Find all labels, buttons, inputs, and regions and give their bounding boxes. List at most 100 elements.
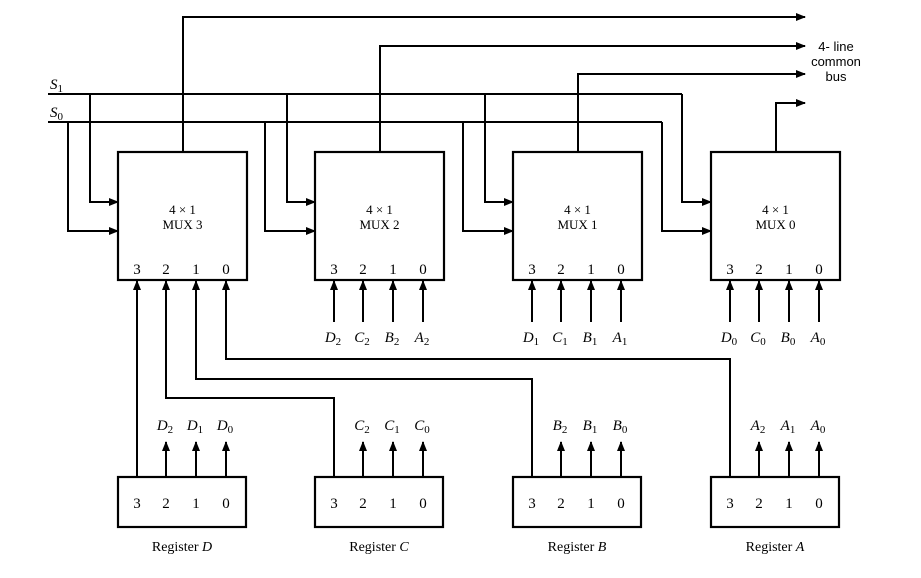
mux2-box bbox=[313, 150, 446, 282]
s0-to-mux1 bbox=[462, 122, 514, 235]
mux1-size-label: 4 × 1 bbox=[564, 202, 591, 217]
register-D-bit-1: 1 bbox=[192, 496, 200, 512]
register-C-out-label-C0: C0 bbox=[414, 418, 430, 436]
c3-to-mux3 bbox=[162, 280, 335, 477]
mux1-pin-2: 2 bbox=[557, 262, 565, 278]
mux3-pin-3: 3 bbox=[133, 262, 141, 278]
register-A-bit-0: 0 bbox=[815, 496, 823, 512]
mux2-input-label-B2: B2 bbox=[385, 330, 400, 348]
register-D-bit-3: 3 bbox=[133, 496, 141, 512]
register-A-caption: Register A bbox=[746, 540, 805, 555]
mux1-pin-3: 3 bbox=[528, 262, 536, 278]
mux1-input-label-C1: C1 bbox=[552, 330, 568, 348]
mux-mux1 bbox=[511, 150, 644, 282]
s1-to-mux2 bbox=[286, 94, 316, 206]
select-label-s1: S1 bbox=[50, 77, 63, 95]
register-D bbox=[116, 475, 248, 529]
register-D-out-label-D1: D1 bbox=[186, 418, 203, 436]
mux0-pin-1: 1 bbox=[785, 262, 793, 278]
register-C-out-label-C2: C2 bbox=[354, 418, 370, 436]
mux1-box bbox=[511, 150, 644, 282]
mux2-pin-1: 1 bbox=[389, 262, 397, 278]
register-B-bit-1: 1 bbox=[587, 496, 595, 512]
register-C-caption: Register C bbox=[349, 540, 409, 555]
register-C bbox=[313, 475, 445, 529]
register-B-bit-3: 3 bbox=[528, 496, 536, 512]
mux-mux0 bbox=[709, 150, 842, 282]
mux3-pin-1: 1 bbox=[192, 262, 200, 278]
bus-line-2 bbox=[379, 42, 806, 152]
mux0-input-label-B0: B0 bbox=[781, 330, 796, 348]
register-C-box bbox=[313, 475, 445, 529]
register-A-bit-3: 3 bbox=[726, 496, 734, 512]
a3-to-mux3 bbox=[222, 280, 731, 477]
mux3-size-label: 4 × 1 bbox=[169, 202, 196, 217]
register-C-bit-2: 2 bbox=[359, 496, 367, 512]
mux0-pin-0: 0 bbox=[815, 262, 823, 278]
register-D-bit-2: 2 bbox=[162, 496, 170, 512]
register-B-bit-2: 2 bbox=[557, 496, 565, 512]
mux0-input-label-D0: D0 bbox=[720, 330, 738, 348]
mux0-input-label-A0: A0 bbox=[810, 330, 826, 348]
register-D-out-label-D2: D2 bbox=[156, 418, 173, 436]
register-D-caption: Register D bbox=[152, 540, 212, 555]
b3-to-mux3 bbox=[192, 280, 533, 477]
select-label-s0: S0 bbox=[50, 105, 64, 123]
register-D-bit-0: 0 bbox=[222, 496, 230, 512]
bus-label-line-3: bus bbox=[826, 69, 847, 84]
register-B-out-label-B2: B2 bbox=[553, 418, 568, 436]
register-A-bit-2: 2 bbox=[755, 496, 763, 512]
mux0-pin-3: 3 bbox=[726, 262, 734, 278]
bus-line-3 bbox=[182, 13, 806, 152]
mux-mux3 bbox=[116, 150, 249, 282]
s0-to-mux0 bbox=[661, 122, 712, 235]
bus-label-line-2: common bbox=[811, 54, 861, 69]
register-B-caption: Register B bbox=[548, 540, 607, 555]
s0-to-mux2 bbox=[264, 122, 316, 235]
mux0-name-label: MUX 0 bbox=[755, 217, 795, 232]
mux1-name-label: MUX 1 bbox=[557, 217, 597, 232]
bus-line-0 bbox=[775, 99, 806, 152]
bus-label-line-1: 4- line bbox=[818, 39, 853, 54]
s1-to-mux1 bbox=[484, 94, 514, 206]
register-B-box bbox=[511, 475, 643, 529]
mux1-pin-0: 0 bbox=[617, 262, 625, 278]
mux2-pin-0: 0 bbox=[419, 262, 427, 278]
mux-mux2 bbox=[313, 150, 446, 282]
register-D-box bbox=[116, 475, 248, 529]
s1-to-mux3 bbox=[89, 94, 119, 206]
register-B-out-label-B1: B1 bbox=[583, 418, 598, 436]
register-D-out-label-D0: D0 bbox=[216, 418, 234, 436]
register-C-out-label-C1: C1 bbox=[384, 418, 400, 436]
mux3-box bbox=[116, 150, 249, 282]
register-A bbox=[709, 475, 841, 529]
mux1-input-label-B1: B1 bbox=[583, 330, 598, 348]
s1-to-mux0 bbox=[681, 94, 712, 206]
register-A-out-label-A1: A1 bbox=[780, 418, 796, 436]
bus-line-1 bbox=[577, 70, 806, 152]
register-A-out-label-A0: A0 bbox=[810, 418, 826, 436]
register-C-bit-1: 1 bbox=[389, 496, 397, 512]
mux1-input-label-A1: A1 bbox=[612, 330, 628, 348]
register-B-bit-0: 0 bbox=[617, 496, 625, 512]
mux3-name-label: MUX 3 bbox=[162, 217, 202, 232]
mux0-input-label-C0: C0 bbox=[750, 330, 766, 348]
mux2-pin-2: 2 bbox=[359, 262, 367, 278]
register-A-box bbox=[709, 475, 841, 529]
boxes bbox=[116, 150, 842, 529]
mux3-pin-0: 0 bbox=[222, 262, 230, 278]
s0-to-mux3 bbox=[67, 122, 119, 235]
register-C-bit-3: 3 bbox=[330, 496, 338, 512]
mux2-input-label-C2: C2 bbox=[354, 330, 370, 348]
mux0-box bbox=[709, 150, 842, 282]
mux2-size-label: 4 × 1 bbox=[366, 202, 393, 217]
register-A-out-label-A2: A2 bbox=[750, 418, 766, 436]
mux1-pin-1: 1 bbox=[587, 262, 595, 278]
register-B bbox=[511, 475, 643, 529]
mux3-pin-2: 2 bbox=[162, 262, 170, 278]
wires bbox=[48, 13, 823, 477]
mux2-input-label-D2: D2 bbox=[324, 330, 341, 348]
register-B-out-label-B0: B0 bbox=[613, 418, 628, 436]
